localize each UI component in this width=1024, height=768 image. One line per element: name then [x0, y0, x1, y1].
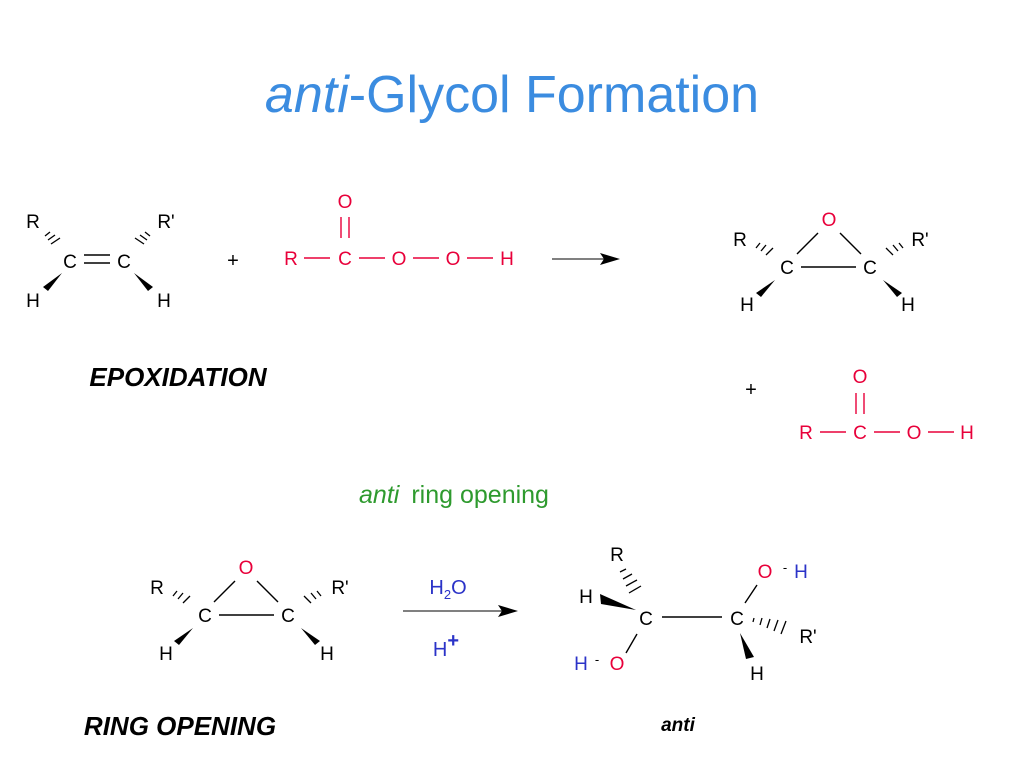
diol-minus-right: - — [783, 560, 787, 575]
diol-h-bottom: H — [750, 664, 764, 685]
epoxide-reactant: O R R' C C H H — [150, 558, 349, 665]
hashed-bond-right — [885, 242, 904, 256]
hashed-bond-right — [134, 231, 151, 245]
water-subscript: 2 — [444, 587, 451, 602]
epoxide-product-h-right: H — [901, 295, 915, 316]
diol-c2: C — [730, 609, 744, 630]
epoxide-reactant-r-right: R' — [331, 578, 348, 599]
acid-r: R — [799, 423, 813, 444]
wedge-bond-left — [174, 628, 193, 645]
alkene-r-left: R — [26, 212, 40, 233]
hashed-bond-left — [44, 231, 61, 245]
diol-product: R H C C H - O O - H R' H — [574, 545, 817, 685]
reagent-acid: H+ — [433, 630, 459, 661]
reagents: H2O H+ — [429, 577, 466, 661]
wedge-bond-right — [883, 280, 902, 297]
diol-minus-left: - — [595, 652, 599, 667]
hashed-bond-right — [303, 590, 322, 604]
wedge-bond-h-bottom — [740, 633, 754, 659]
alkene-r-right: R' — [157, 212, 174, 233]
diol-o-right: O — [758, 562, 773, 583]
acid-h: H — [433, 639, 447, 661]
acid-h: H — [960, 423, 974, 444]
reaction-arrow-2 — [403, 605, 518, 617]
wedge-bond-left — [43, 273, 62, 291]
peracid-o2: O — [446, 249, 461, 270]
section-label-ring-opening: RING OPENING — [84, 711, 276, 741]
acid-o-carbonyl: O — [853, 367, 868, 388]
diol-h-oright: H — [794, 562, 808, 583]
reagent-water: H2O — [429, 577, 466, 602]
wedge-bond-right — [301, 628, 320, 645]
alkene-c1: C — [63, 252, 77, 273]
epoxide-reactant-h-left: H — [159, 644, 173, 665]
diol-r-right: R' — [799, 627, 816, 648]
wedge-bond-right — [134, 273, 153, 291]
alkene-h-right: H — [157, 291, 171, 312]
diol-r-top: R — [610, 545, 624, 566]
epoxide-reactant-r-left: R — [150, 578, 164, 599]
epoxide-product-r-right: R' — [911, 230, 928, 251]
peracid-o1: O — [392, 249, 407, 270]
annotation-rest: ring opening — [411, 481, 549, 509]
diol-c1: C — [639, 609, 653, 630]
product-label-anti: anti — [661, 715, 696, 736]
hashed-bond-left — [755, 242, 774, 256]
peracid-c: C — [338, 249, 352, 270]
annotation-anti-ring-opening: anti ring opening — [359, 481, 549, 509]
peracid-o-carbonyl: O — [338, 192, 353, 213]
diol-o-left: O — [610, 654, 625, 675]
acid-superscript: + — [447, 630, 459, 652]
page-title: anti-Glycol Formation — [265, 66, 759, 124]
alkene-c2: C — [117, 252, 131, 273]
alkene: R R' C C H H — [26, 212, 175, 312]
alkene-h-left: H — [26, 291, 40, 312]
epoxide-product-r-left: R — [733, 230, 747, 251]
epoxide-reactant-c1: C — [198, 606, 212, 627]
water-o: O — [451, 577, 467, 599]
hashed-bond-right — [752, 617, 787, 635]
title-rest: -Glycol Formation — [349, 66, 759, 124]
peracid-h: H — [500, 249, 514, 270]
plus-sign-2: + — [745, 379, 757, 401]
epoxide-reactant-o: O — [239, 558, 254, 579]
plus-sign-1: + — [227, 250, 239, 272]
hashed-bond-left — [172, 590, 191, 604]
diol-h-left: H — [579, 587, 593, 608]
epoxide-product-c2: C — [863, 258, 877, 279]
reaction-arrow-1 — [552, 253, 620, 265]
annotation-italic: anti — [359, 481, 401, 509]
carboxylic-acid: O R C O H — [799, 367, 974, 444]
title-italic: anti — [265, 66, 350, 124]
epoxide-reactant-c2: C — [281, 606, 295, 627]
section-label-epoxidation: EPOXIDATION — [89, 362, 267, 392]
acid-o: O — [907, 423, 922, 444]
epoxide-product-o: O — [822, 210, 837, 231]
water-h: H — [429, 577, 443, 599]
acid-c: C — [853, 423, 867, 444]
hashed-bond-top — [619, 568, 642, 594]
epoxide-product: O R R' C C H H — [733, 210, 929, 316]
peracid-r: R — [284, 249, 298, 270]
diol-h-oleft: H — [574, 654, 588, 675]
epoxide-product-c1: C — [780, 258, 794, 279]
peracid: O R C O O H — [284, 192, 514, 270]
wedge-bond-h-left — [600, 594, 636, 610]
wedge-bond-left — [756, 280, 775, 297]
epoxide-reactant-h-right: H — [320, 644, 334, 665]
epoxide-product-h-left: H — [740, 295, 754, 316]
